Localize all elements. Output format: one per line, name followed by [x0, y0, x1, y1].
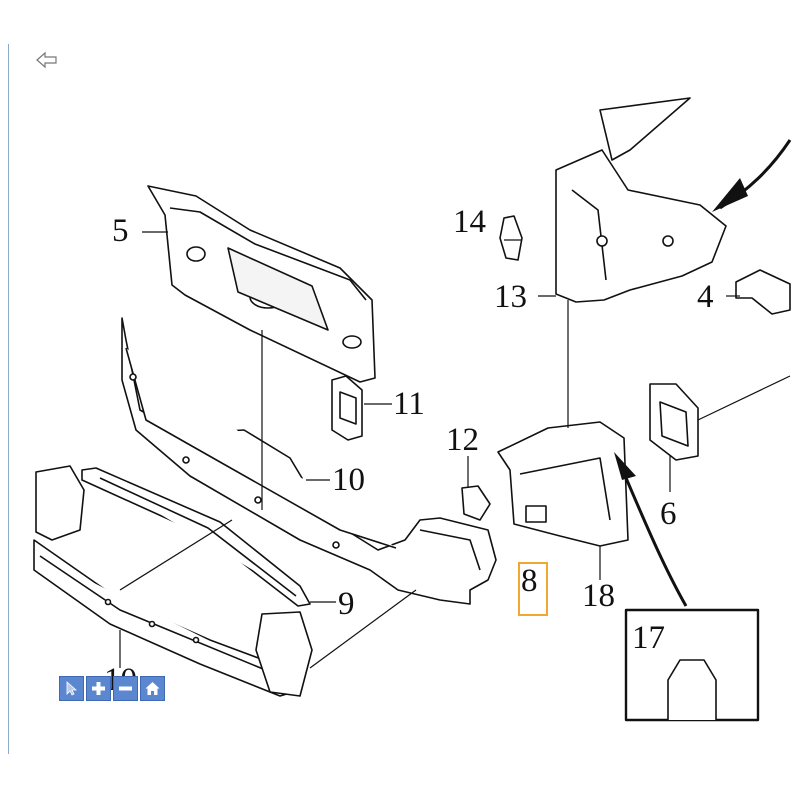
callout-4[interactable]: 4 — [697, 279, 714, 315]
part-9-strip — [81, 467, 311, 607]
callout-11[interactable]: 11 — [393, 386, 425, 422]
callout-18[interactable]: 18 — [582, 578, 615, 614]
zoom-in-button[interactable] — [86, 676, 111, 701]
part-5-upper-panel — [147, 185, 376, 383]
part-12-clip — [461, 485, 491, 521]
callout-8[interactable]: 8 — [521, 563, 538, 599]
part-6-plate — [649, 383, 699, 461]
callout-6[interactable]: 6 — [660, 496, 677, 532]
part-4-bracket — [735, 269, 791, 315]
zoom-out-button[interactable] — [113, 676, 138, 701]
back-arrow-icon — [36, 51, 57, 69]
callout-9[interactable]: 9 — [338, 586, 355, 622]
zoom-out-icon — [119, 686, 132, 691]
part-14-clip — [499, 215, 523, 261]
callout-17[interactable]: 17 — [632, 620, 665, 656]
callout-10-upper[interactable]: 10 — [332, 462, 365, 498]
pointer-icon — [66, 681, 78, 696]
part-8-cross-member — [121, 317, 497, 605]
part-11-bracket — [331, 375, 363, 441]
zoom-in-icon — [92, 682, 105, 695]
left-border-rule — [8, 44, 9, 754]
home-button[interactable] — [140, 676, 165, 701]
callout-14[interactable]: 14 — [453, 204, 486, 240]
home-icon — [145, 682, 160, 695]
part-13-pillar — [555, 97, 727, 303]
part-17-inset — [624, 608, 760, 722]
callout-13[interactable]: 13 — [494, 279, 527, 315]
part-18-bracket — [497, 421, 629, 547]
back-button[interactable] — [34, 48, 60, 72]
pointer-tool-button[interactable] — [59, 676, 84, 701]
zoom-toolbar — [59, 676, 165, 702]
part-19-bumper-beam — [33, 465, 313, 697]
highlight-box — [518, 562, 548, 616]
callout-12[interactable]: 12 — [446, 422, 479, 458]
callout-5[interactable]: 5 — [112, 213, 129, 249]
